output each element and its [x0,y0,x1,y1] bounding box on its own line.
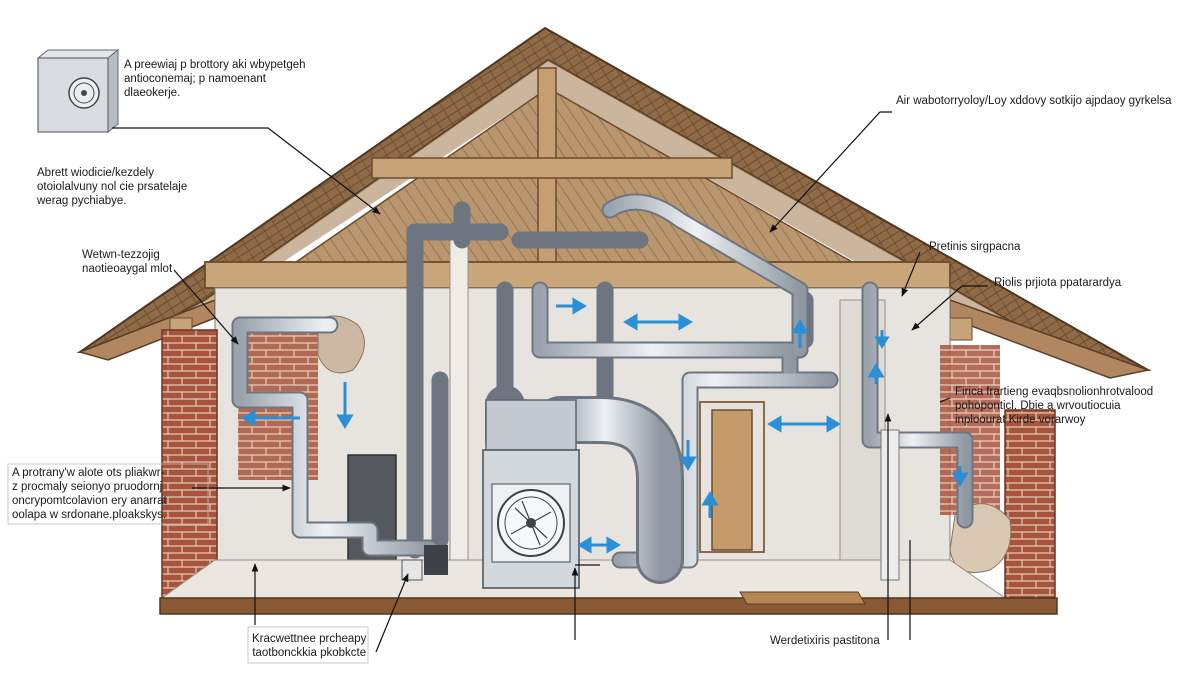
ceiling-beam [204,261,951,289]
label-right-mid: Firica frartieng evaqbsnolionhrotvalood … [955,386,1154,426]
label-bottom-left: Kracwettnee prcheapy taotbonckkia pkobkc… [252,633,367,659]
callout-box [7,463,209,525]
label-air-ventilation: Air wabotorryoloy/Loy xddovy sotkijo ajp… [896,95,1172,107]
air-handler-icon [482,399,580,589]
floor-slab [159,597,1058,615]
callout-box [247,626,369,664]
collar-tie [371,157,733,179]
label-outdoor-unit: A preewiaj p brottory aki wbypetgeh anti… [124,59,306,99]
label-bottom-center: Werdetixiris pastitona [770,635,880,647]
outdoor-unit-icon [36,48,120,134]
label-wall: Wetwn-tezzojig naotieoaygal mlot [82,249,173,275]
label-pipe: Pretinis sirgpacna [929,241,1021,253]
label-roof-insulation: Abrett wiodicie/kezdely otoiolalvuny nol… [37,167,188,207]
label-right-top: Riolis prjiota ppatarardya [994,277,1122,289]
callout-lines [112,111,988,653]
walls [159,231,1058,615]
airflow-arrow-icon [241,297,969,554]
brick-wall-left [161,329,218,601]
label-left-duct: A protrany'w alote ots pliakwr- z procma… [12,467,167,521]
duct-network [231,193,974,584]
door [711,409,753,551]
brick-wall-right [1004,409,1056,601]
